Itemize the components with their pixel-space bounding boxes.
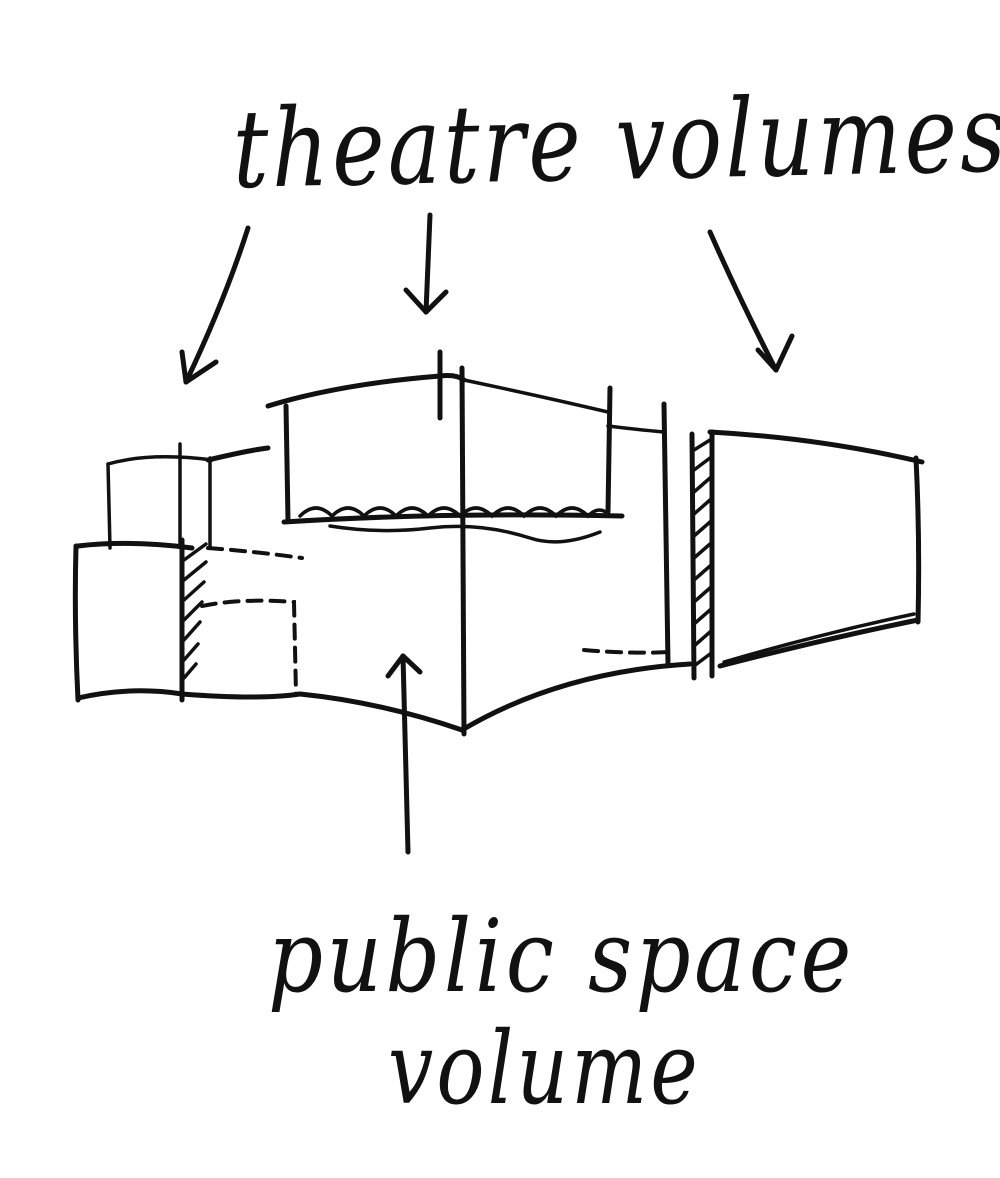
arrow-center xyxy=(403,212,449,315)
label-public-space: public space xyxy=(268,898,855,1015)
right-theatre-volume xyxy=(689,429,925,681)
arrow-public-space xyxy=(385,653,423,855)
left-theatre-volume xyxy=(72,442,214,703)
public-space-volume xyxy=(179,365,693,737)
central-theatre-volume xyxy=(265,349,625,544)
arrow-right xyxy=(707,229,795,373)
arrow-left xyxy=(179,225,251,385)
label-public-space-volume: volume xyxy=(388,1010,701,1127)
